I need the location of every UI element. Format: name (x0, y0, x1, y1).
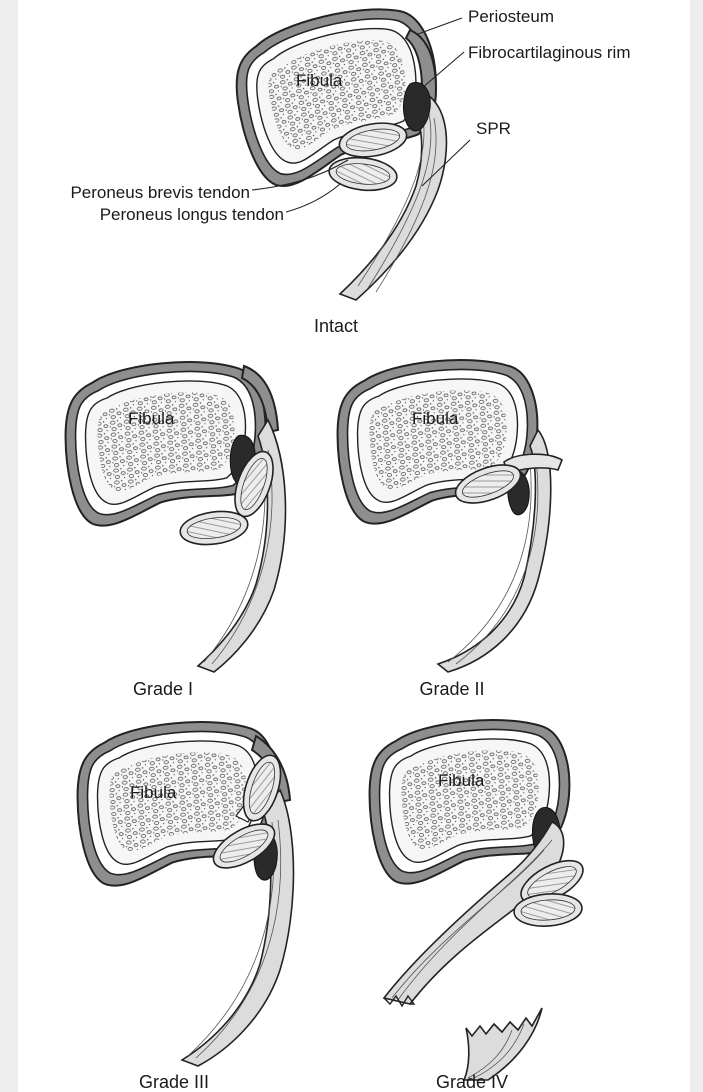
panel-intact: Fibula Periosteum Fibrocartilaginous rim… (70, 0, 630, 336)
periosteum-label: Periosteum (468, 7, 554, 26)
caption-grade-4: Grade IV (436, 1072, 508, 1092)
fibula-label-grade-2: Fibula (412, 409, 459, 428)
peroneus-brevis-label: Peroneus brevis tendon (70, 183, 250, 202)
spr-label: SPR (476, 119, 511, 138)
caption-grade-2: Grade II (419, 679, 484, 699)
figure-canvas: Fibula Periosteum Fibrocartilaginous rim… (18, 0, 690, 1092)
caption-grade-1: Grade I (133, 679, 193, 699)
panel-grade-2: Fibula Grade II (332, 354, 562, 699)
panel-grade-1: Fibula Grade I (60, 356, 285, 699)
fibula-label-intact: Fibula (296, 71, 343, 90)
peroneus-longus-tendon (328, 155, 399, 194)
caption-intact: Intact (314, 316, 358, 336)
fibrocartilaginous-rim-label: Fibrocartilaginous rim (468, 43, 631, 62)
panel-grade-3: Fibula Grade III (72, 716, 293, 1092)
peroneus-longus-label: Peroneus longus tendon (100, 205, 284, 224)
caption-grade-3: Grade III (139, 1072, 209, 1092)
diagram-svg: Fibula Periosteum Fibrocartilaginous rim… (18, 0, 690, 1092)
panel-grade-4: Fibula Grade IV (364, 714, 589, 1092)
fibula-label-grade-4: Fibula (438, 771, 485, 790)
fibula-label-grade-1: Fibula (128, 409, 175, 428)
fibula-label-grade-3: Fibula (130, 783, 177, 802)
